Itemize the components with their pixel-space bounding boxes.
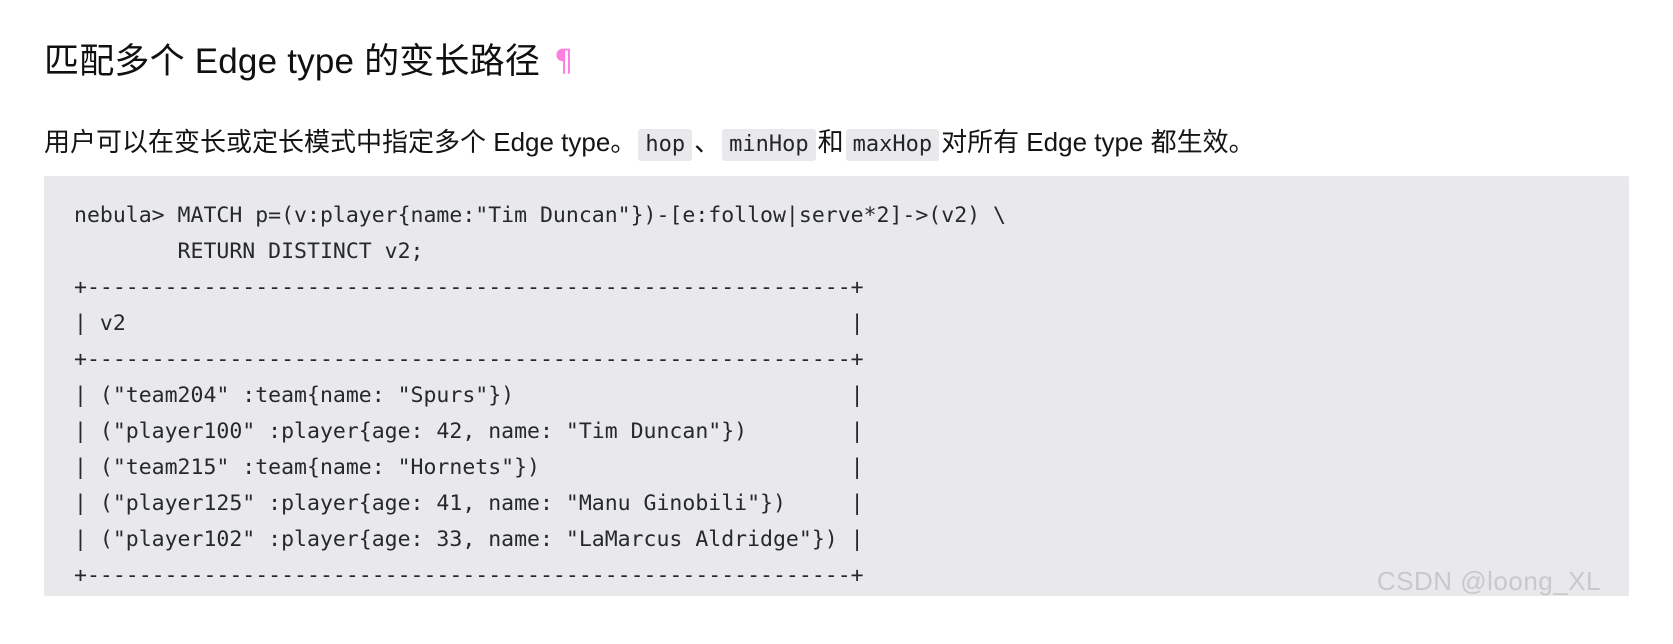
page-title-text: 匹配多个 Edge type 的变长路径 (44, 42, 541, 82)
code-line: nebula> MATCH p=(v:player{name:"Tim Dunc… (74, 203, 1006, 228)
paragraph-text-part-4: 对所有 Edge type 都生效。 (941, 127, 1255, 157)
paragraph-text-part-3: 和 (817, 127, 844, 157)
heading-anchor-icon[interactable]: ¶ (554, 44, 574, 80)
paragraph-text-part-1: 用户可以在变长或定长模式中指定多个 Edge type。 (44, 127, 637, 157)
code-line: +---------------------------------------… (74, 275, 864, 300)
code-line: +---------------------------------------… (74, 347, 864, 372)
code-line: | ("player100" :player{age: 42, name: "T… (74, 419, 864, 444)
code-block[interactable]: nebula> MATCH p=(v:player{name:"Tim Dunc… (44, 176, 1629, 596)
inline-code-maxhop: maxHop (845, 129, 940, 161)
inline-code-minhop: minHop (722, 129, 816, 161)
paragraph-text-part-2: 、 (694, 127, 721, 157)
code-line: | v2 | (74, 311, 864, 336)
code-block-content: nebula> MATCH p=(v:player{name:"Tim Dunc… (44, 176, 1629, 594)
code-line: | ("team215" :team{name: "Hornets"}) | (74, 455, 864, 480)
inline-code-hop: hop (638, 129, 693, 161)
watermark: CSDN @loong_XL (1376, 566, 1601, 596)
code-line: | ("player125" :player{age: 41, name: "M… (74, 491, 864, 516)
code-line: | ("team204" :team{name: "Spurs"}) | (74, 383, 864, 408)
code-line: +---------------------------------------… (74, 563, 864, 588)
page-title: 匹配多个 Edge type 的变长路径 ¶ (44, 37, 573, 88)
code-line: | ("player102" :player{age: 33, name: "L… (74, 527, 864, 552)
code-line: RETURN DISTINCT v2; (74, 239, 424, 264)
